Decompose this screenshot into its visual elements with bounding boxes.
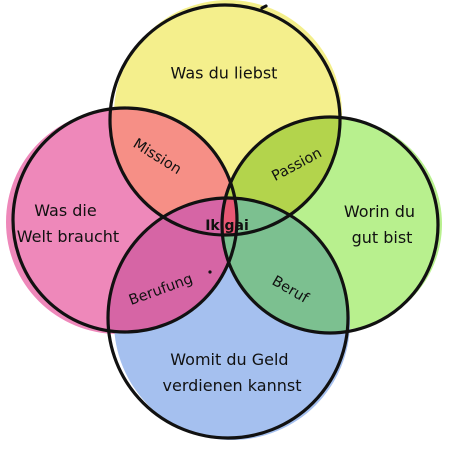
circle-left-label-line-2: Welt braucht — [17, 227, 119, 246]
circle-right-label-line-2: gut bist — [352, 228, 413, 247]
circle-left-outline — [11, 106, 239, 334]
circle-bottom-label-line-2: verdienen kannst — [163, 376, 302, 395]
circle-left-label-line-1: Was die — [34, 201, 96, 220]
ink-dot — [208, 270, 212, 274]
circle-top-label: Was du liebst — [171, 64, 278, 83]
center-label: Ikigai — [205, 218, 249, 234]
circle-outlines — [11, 3, 440, 440]
circle-bottom-outline — [106, 196, 350, 440]
circle-bottom-label: Womit du Geld verdienen kannst — [163, 350, 302, 395]
circle-bottom-label-line-1: Womit du Geld — [170, 350, 288, 369]
circle-top-outline — [108, 3, 342, 237]
circle-left-label: Was die Welt braucht — [17, 201, 119, 246]
circle-right-label-line-1: Worin du — [344, 202, 415, 221]
circle-right-label: Worin du gut bist — [344, 202, 420, 247]
circle-right-outline — [220, 115, 440, 335]
ink-stroke — [260, 4, 268, 10]
